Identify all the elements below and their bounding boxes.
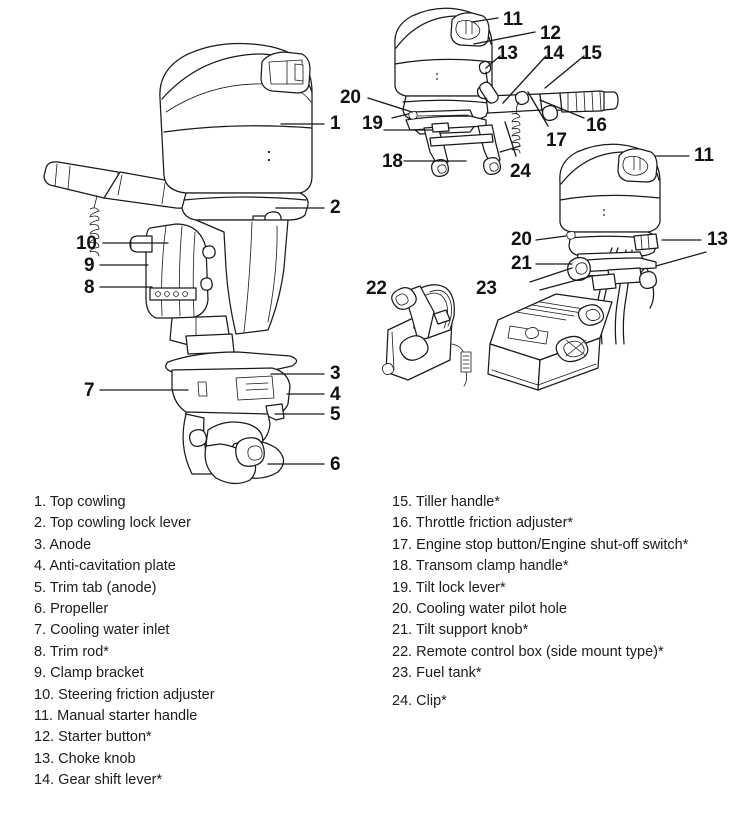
legend-item: 4. Anti-cavitation plate <box>34 558 176 575</box>
legend-item: 3. Anode <box>34 536 92 553</box>
callout-4: 4 <box>330 384 341 405</box>
callout-6: 6 <box>330 454 341 475</box>
leader-line-14 <box>502 55 547 104</box>
callout-13: 13 <box>497 43 518 64</box>
callout-11b: 11 <box>694 145 714 166</box>
callout-23: 23 <box>476 278 497 299</box>
legend-item: 22. Remote control box (side mount type)… <box>392 643 664 660</box>
legend: 1. Top cowling 2. Top cowling lock lever 3… <box>0 492 750 813</box>
top-cowling-main <box>159 42 313 194</box>
swivel-tube-main <box>169 315 235 355</box>
callout-21: 21 <box>511 253 532 274</box>
legend-column-right: 15. Tiller handle* 16. Throttle friction … <box>392 492 742 712</box>
gear-shift-lever <box>479 81 499 104</box>
callout-16: 16 <box>586 115 607 136</box>
diagram-figure: .ln{fill:none;stroke:#1a1a1a;stroke-widt… <box>43 7 728 485</box>
driveshaft-housing-main <box>195 219 289 335</box>
callout-19: 19 <box>362 113 383 134</box>
clamp-bracket-main <box>129 223 216 319</box>
leader-line-12 <box>473 31 536 45</box>
leader-lines <box>99 17 702 465</box>
legend-item: 13. Choke knob <box>34 750 136 767</box>
legend-item: 10. Steering friction adjuster <box>34 686 215 703</box>
callout-12: 12 <box>540 23 561 44</box>
leader-line-13 <box>485 55 501 69</box>
callout-10: 10 <box>76 233 97 254</box>
callout-5: 5 <box>330 404 341 425</box>
callout-20b: 20 <box>511 229 532 250</box>
legend-item: 15. Tiller handle* <box>392 494 501 510</box>
callout-13b: 13 <box>707 229 728 250</box>
legend-item: 12. Starter button* <box>34 729 152 746</box>
callout-7: 7 <box>84 380 95 401</box>
leader-line-15 <box>544 55 585 89</box>
view-tiller-front <box>391 7 619 177</box>
top-cowling-remote <box>559 143 661 233</box>
legend-item: 5. Trim tab (anode) <box>34 579 157 596</box>
leader-line-16 <box>539 99 585 119</box>
legend-item: 23. Fuel tank* <box>392 665 482 682</box>
legend-item: 14. Gear shift lever* <box>34 772 163 789</box>
callout-18: 18 <box>382 151 403 172</box>
callout-24: 24 <box>510 161 531 182</box>
propeller-main <box>204 421 285 485</box>
callout-15: 15 <box>581 43 602 64</box>
legend-item: 7. Cooling water inlet <box>34 622 170 639</box>
legend-item: 21. Tilt support knob* <box>392 622 529 639</box>
top-cowling-tiller <box>394 7 493 97</box>
transom-clamp-assembly <box>391 109 521 177</box>
leader-line-20b <box>535 235 567 241</box>
cooling-pilot-hole-remote <box>566 230 576 240</box>
leader-line-20 <box>367 97 413 113</box>
legend-item: 24. Clip* <box>392 692 447 709</box>
legend-item: 2. Top cowling lock lever <box>34 515 191 532</box>
legend-item: 1. Top cowling <box>34 494 126 510</box>
leader-line-11 <box>471 17 499 23</box>
callout-3: 3 <box>330 363 341 384</box>
legend-item: 18. Transom clamp handle* <box>392 558 569 575</box>
callout-20: 20 <box>340 87 361 108</box>
leader-line-17 <box>527 91 549 127</box>
legend-item: 6. Propeller <box>34 601 109 618</box>
legend-item: 11. Manual starter handle <box>34 708 198 725</box>
legend-item: 17. Engine stop button/Engine shut-off s… <box>392 536 689 553</box>
view-main-side <box>43 42 313 485</box>
legend-item: 9. Clamp bracket <box>34 665 144 682</box>
callout-14: 14 <box>543 43 564 64</box>
outboard-motor-illustration: .ln{fill:none;stroke:#1a1a1a;stroke-widt… <box>43 7 707 485</box>
callout-11: 11 <box>503 9 523 30</box>
legend-item: 19. Tilt lock lever* <box>392 579 506 596</box>
remote-control-box <box>382 284 472 387</box>
legend-column-left: 1. Top cowling 2. Top cowling lock lever 3… <box>34 492 384 792</box>
callout-1: 1 <box>330 113 341 134</box>
callout-8: 8 <box>84 277 95 298</box>
legend-item: 8. Trim rod* <box>34 643 109 660</box>
callout-17: 17 <box>546 130 567 151</box>
callout-9: 9 <box>84 255 95 276</box>
fuel-tank <box>487 293 613 391</box>
cooling-pilot-hole-tiller <box>408 110 418 120</box>
callout-22: 22 <box>366 278 387 299</box>
prop-nut-main <box>189 429 207 447</box>
tilt-support-assembly <box>529 233 707 291</box>
leader-line-24 <box>504 121 517 157</box>
engine-stop-lanyard <box>89 195 100 257</box>
legend-item: 20. Cooling water pilot hole <box>392 601 567 618</box>
callout-2: 2 <box>330 197 341 218</box>
legend-item: 16. Throttle friction adjuster* <box>392 515 574 532</box>
